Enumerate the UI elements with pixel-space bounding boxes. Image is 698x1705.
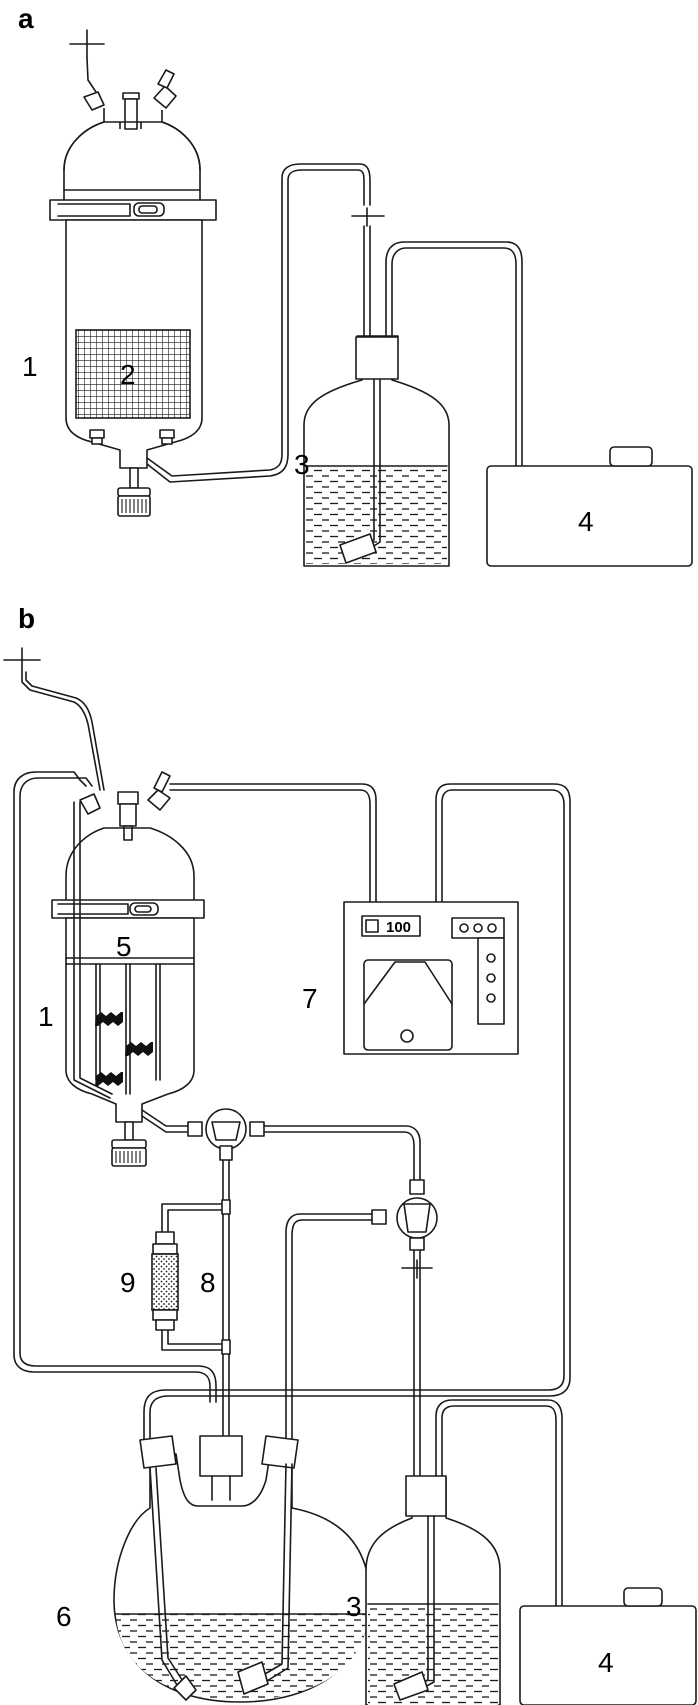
label-a-3: 3 <box>294 449 310 480</box>
round-bottom-flask <box>113 1435 371 1703</box>
reactor-vessel-b <box>51 771 205 1167</box>
collection-bottle-b <box>365 1399 563 1705</box>
collection-bottle-a <box>303 207 523 567</box>
pump-display-value: 100 <box>386 919 411 936</box>
three-way-valve-1 <box>187 1108 265 1161</box>
gas-inlet-valve-b <box>3 647 105 791</box>
label-b-3: 3 <box>346 1591 362 1622</box>
pump-tubing <box>143 783 571 1441</box>
label-b-1: 1 <box>38 1001 54 1032</box>
vacuum-pump-b <box>519 1587 697 1705</box>
label-b-6: 6 <box>56 1601 72 1632</box>
label-b-5: 5 <box>116 931 132 962</box>
grid-electrode-a <box>75 329 191 419</box>
label-a-4: 4 <box>578 506 594 537</box>
three-way-valve-2 <box>371 1179 438 1251</box>
reactor-vessel-a <box>49 29 371 517</box>
label-b-7: 7 <box>302 983 318 1014</box>
label-a-2: 2 <box>120 359 136 390</box>
panel-a-letter: a <box>18 3 34 34</box>
label-b-4: 4 <box>598 1647 614 1678</box>
peristaltic-pump: 100 <box>343 901 519 1055</box>
label-b-8: 8 <box>200 1267 216 1298</box>
return-line-left <box>13 771 211 1403</box>
gas-inlet-valve-a <box>69 29 105 93</box>
panel-b-letter: b <box>18 603 35 634</box>
label-b-9: 9 <box>120 1267 136 1298</box>
bypass-line-and-column <box>151 1199 231 1355</box>
label-a-1: 1 <box>22 351 38 382</box>
bottle-valve-b <box>401 1259 433 1279</box>
vacuum-pump-a <box>486 446 693 567</box>
packed-column <box>151 1253 179 1311</box>
